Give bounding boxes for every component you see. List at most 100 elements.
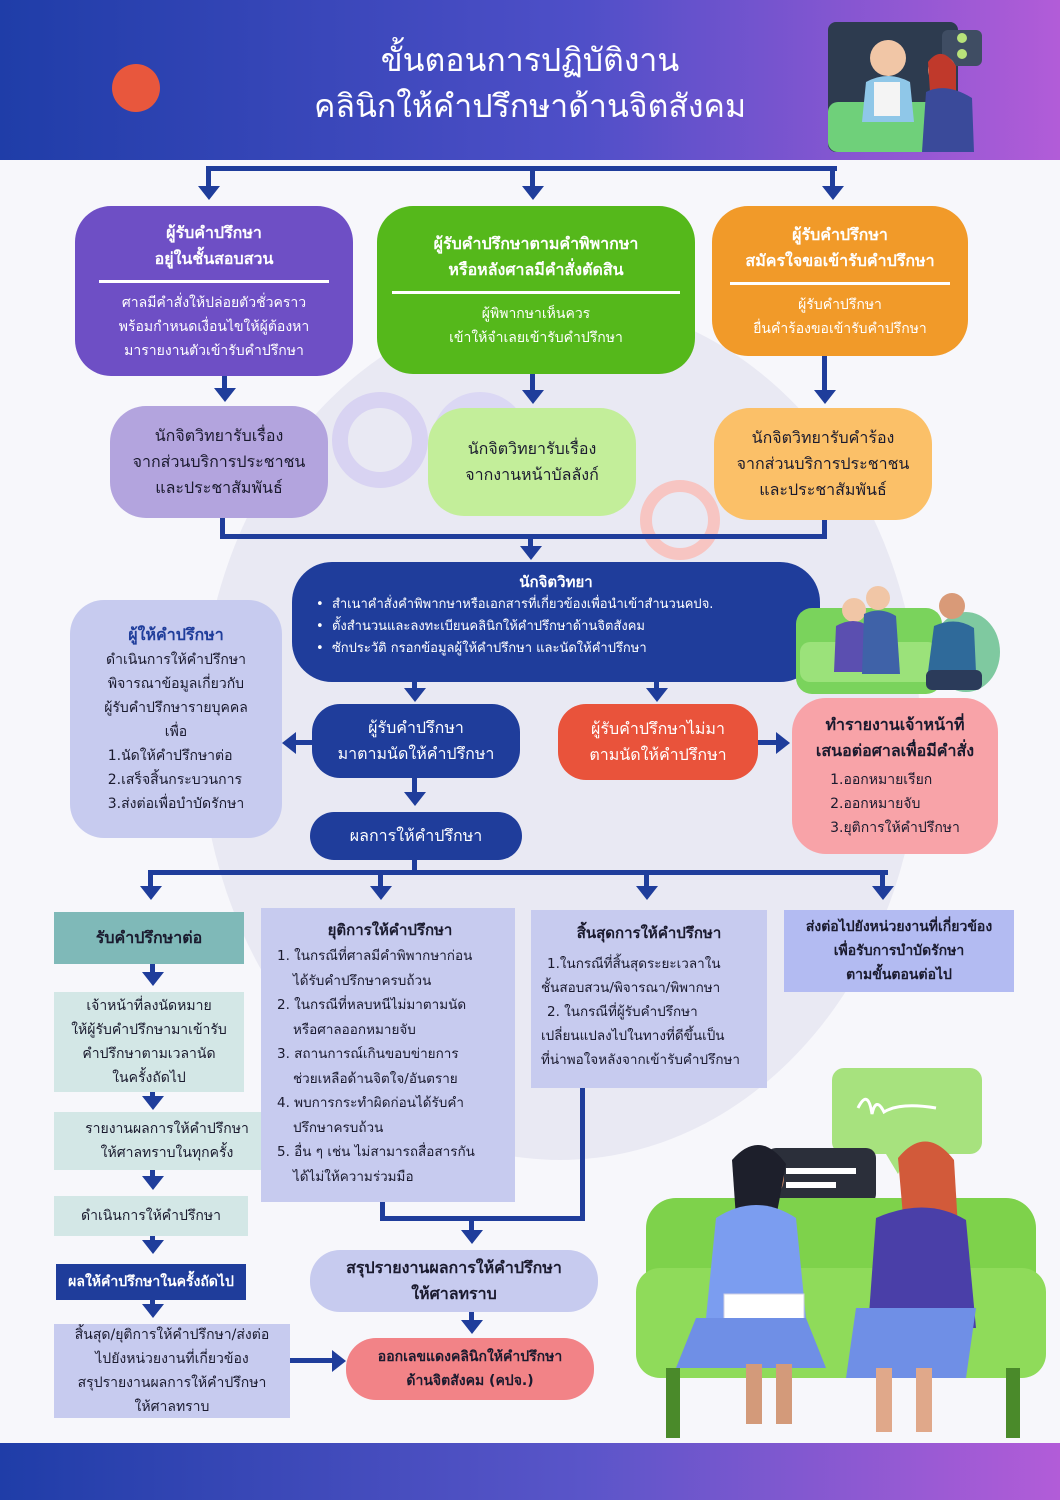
arrow-down-icon: [140, 886, 162, 900]
box-end: สิ้นสุดการให้คำปรึกษา 1.ในกรณีที่สิ้นสุด…: [531, 910, 767, 1088]
arrow-down-icon: [214, 388, 236, 402]
connector: [150, 1300, 155, 1306]
continue-heading: รับคำปรึกษาต่อ: [95, 928, 203, 947]
box-continue-step2: รายงานผลการให้คำปรึกษา ให้ศาลทราบในทุกคร…: [54, 1112, 280, 1170]
step-line: จากส่วนบริการประชาชน: [132, 452, 306, 471]
option-line: 3.ส่งต่อเพื่อบำบัดรักษา: [107, 796, 245, 812]
box-terminate: ยุติการให้คำปรึกษา 1. ในกรณีที่ศาลมีคำพิ…: [261, 908, 515, 1202]
refer-line: เพื่อรับการบำบัดรักษา: [833, 943, 965, 959]
connector: [530, 166, 535, 186]
end-line: 1.ในกรณีที่สิ้นสุดระยะเวลาใน: [547, 956, 721, 972]
terminate-line: 3. สถานการณ์เกินขอบข่ายการ: [277, 1046, 459, 1062]
box-psych-receive-3: นักจิตวิทยารับคำร้อง จากส่วนบริการประชาช…: [714, 408, 932, 520]
connector: [294, 740, 314, 745]
connector: [380, 1202, 385, 1220]
psych-item: • สำเนาคำสั่งคำพิพากษาหรือเอกสารที่เกี่ย…: [316, 597, 714, 612]
box-psych-receive-2: นักจิตวิทยารับเรื่อง จากงานหน้าบัลลังก์: [428, 408, 636, 516]
step-line: และประชาสัมพันธ์: [759, 480, 887, 499]
arrow-down-icon: [461, 1320, 483, 1334]
arrow-left-icon: [282, 732, 296, 754]
arrow-down-icon: [142, 1096, 164, 1110]
box-result: ผลการให้คำปรึกษา: [310, 812, 522, 860]
step-line: คำปรึกษาตามเวลานัด: [82, 1046, 216, 1062]
group-counseling-illustration: [796, 586, 1000, 694]
step-line: และประชาสัมพันธ์: [155, 478, 283, 497]
body-line: ผู้รับคำปรึกษา: [798, 296, 882, 313]
arrow-down-icon: [142, 1240, 164, 1254]
arrow-right-icon: [332, 1350, 346, 1372]
connector: [148, 870, 153, 886]
connector: [528, 534, 533, 546]
result-label: ผลการให้คำปรึกษา: [349, 826, 483, 845]
connector: [206, 166, 211, 186]
connector: [207, 166, 837, 171]
arrow-down-icon: [461, 1230, 483, 1244]
step-line: ไปยังหน่วยงานที่เกี่ยวข้อง: [95, 1351, 249, 1367]
option-line: 1.ออกหมายเรียก: [830, 772, 933, 788]
box-psych-receive-1: นักจิตวิทยารับเรื่อง จากส่วนบริการประชาช…: [110, 406, 328, 518]
connector: [469, 1312, 474, 1320]
connector: [830, 166, 835, 186]
divider: [392, 290, 680, 294]
arrow-down-icon: [522, 186, 544, 200]
heading-line: ผู้รับคำปรึกษา: [166, 222, 262, 242]
connector: [654, 682, 659, 690]
heading-line: ผู้รับคำปรึกษา: [792, 224, 888, 244]
heading-line: หรือหลังศาลมีคำสั่งตัดสิน: [448, 259, 624, 279]
two-women-talking-illustration: [636, 1068, 1046, 1438]
heading-line: สมัครใจขอเข้ารับคำปรึกษา: [745, 250, 935, 270]
arrow-down-icon: [142, 972, 164, 986]
body-line: พิจารณาข้อมูลเกี่ยวกับ: [107, 676, 245, 692]
body-line: ศาลมีคำสั่งให้ปล่อยตัวชั่วคราว: [121, 294, 307, 311]
step-line: ให้ศาลทราบ: [134, 1399, 210, 1415]
psych-item: • ตั้งสำนวนและลงทะเบียนคลินิกให้คำปรึกษา…: [316, 619, 645, 634]
counselor-heading: ผู้ให้คำปรึกษา: [128, 625, 224, 644]
terminate-line: หรือศาลออกหมายจับ: [293, 1021, 416, 1038]
connector: [290, 1358, 334, 1363]
body-line: เข้าให้จำเลยเข้ารับคำปรึกษา: [449, 329, 623, 346]
end-heading: สิ้นสุดการให้คำปรึกษา: [576, 924, 722, 942]
terminate-line: ปรึกษาครบถ้วน: [293, 1119, 384, 1136]
heading-line: ผู้รับคำปรึกษาตามคำพิพากษา: [433, 233, 639, 253]
connector: [822, 520, 827, 538]
end-line: ที่น่าพอใจหลังจากเข้ารับคำปรึกษา: [541, 1052, 740, 1068]
box-continue: รับคำปรึกษาต่อ: [54, 912, 244, 964]
body-line: ดำเนินการให้คำปรึกษา: [106, 652, 246, 668]
connector: [150, 1236, 155, 1242]
box-absent: ผู้รับคำปรึกษาไม่มา ตามนัดให้คำปรึกษา: [558, 704, 758, 780]
connector: [222, 376, 227, 390]
arrow-down-icon: [404, 688, 426, 702]
summary-line: ให้ศาลทราบ: [411, 1284, 497, 1303]
step-line: ดำเนินการให้คำปรึกษา: [81, 1208, 221, 1224]
arrow-right-icon: [776, 732, 790, 754]
connector: [148, 870, 888, 875]
step-line: ให้ศาลทราบในทุกครั้ง: [100, 1145, 234, 1161]
step-line: สรุปรายงานผลการให้คำปรึกษา: [77, 1375, 267, 1391]
connector: [469, 1216, 474, 1230]
connector: [380, 1216, 585, 1221]
box-issue-number: ออกเลขแดงคลินิกให้คำปรึกษา ด้านจิตสังคม …: [346, 1338, 594, 1400]
divider: [99, 279, 329, 283]
box-counselor: ผู้ให้คำปรึกษา ดำเนินการให้คำปรึกษา พิจา…: [70, 600, 282, 838]
connector: [822, 356, 827, 390]
arrow-down-icon: [142, 1176, 164, 1190]
box-continue-step5: สิ้นสุด/ยุติการให้คำปรึกษา/ส่งต่อ ไปยังห…: [54, 1324, 290, 1418]
connector: [758, 740, 778, 745]
connector: [530, 374, 535, 390]
terminate-line: ช่วยเหลือด้านจิตใจ/อันตราย: [293, 1070, 458, 1087]
step-line: ในครั้งถัดไป: [112, 1070, 186, 1086]
box-summary: สรุปรายงานผลการให้คำปรึกษา ให้ศาลทราบ: [310, 1250, 598, 1312]
body-line: มารายงานตัวเข้ารับคำปรึกษา: [124, 342, 304, 359]
box-report-court: ทำรายงานเจ้าหน้าที่ เสนอต่อศาลเพื่อมีคำส…: [792, 698, 998, 854]
step-line: สิ้นสุด/ยุติการให้คำปรึกษา/ส่งต่อ: [74, 1327, 270, 1343]
header-dot: [112, 64, 160, 112]
connector: [644, 870, 649, 886]
arrow-down-icon: [142, 1304, 164, 1318]
connector: [580, 1088, 585, 1220]
terminate-heading: ยุติการให้คำปรึกษา: [327, 921, 453, 939]
issue-line: ด้านจิตสังคม (คปจ.): [406, 1373, 534, 1389]
arrow-down-icon: [822, 186, 844, 200]
arrow-down-icon: [522, 390, 544, 404]
summary-line: สรุปรายงานผลการให้คำปรึกษา: [346, 1258, 562, 1277]
box-psychologist: นักจิตวิทยา • สำเนาคำสั่งคำพิพากษาหรือเอ…: [292, 562, 820, 682]
